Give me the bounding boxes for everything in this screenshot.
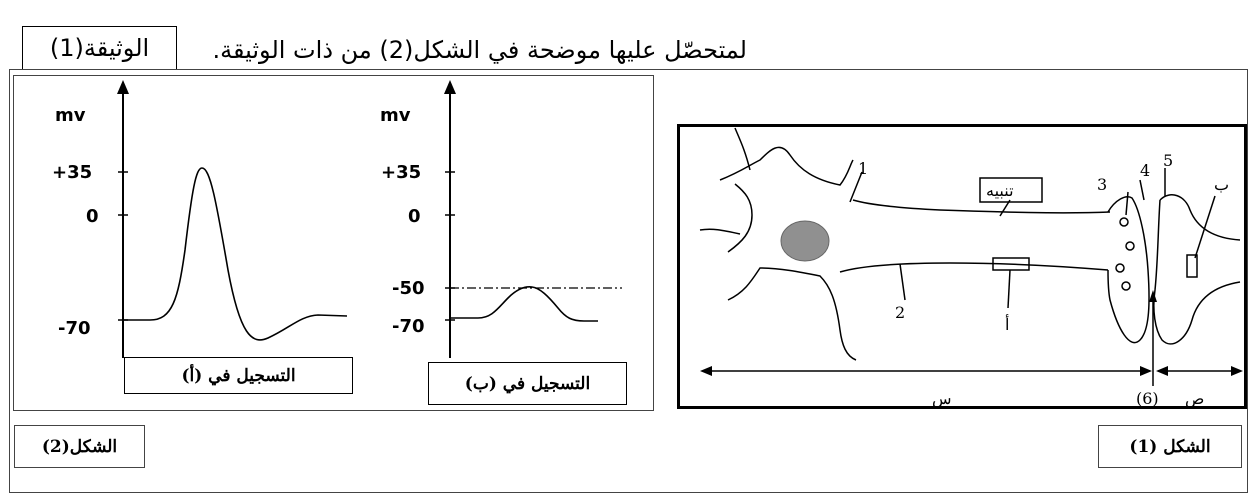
chart-b-tick-label-0: 0 bbox=[408, 206, 421, 227]
pointer-3 bbox=[1125, 191, 1129, 216]
label-6: (6) bbox=[1136, 389, 1159, 408]
figure2-panel bbox=[13, 75, 654, 411]
label-2: 2 bbox=[895, 303, 905, 322]
neuron-soma-left bbox=[727, 183, 753, 253]
vesicle bbox=[1121, 281, 1131, 291]
figure2-label-text: الشكل(2) bbox=[41, 436, 118, 457]
postsynaptic-body bbox=[1153, 199, 1241, 345]
neuron-soma-bottom bbox=[727, 267, 857, 361]
document-frame bbox=[9, 69, 1248, 493]
chart-b-local-potential-curve bbox=[450, 286, 598, 322]
label-b: ب bbox=[1214, 175, 1229, 194]
pointer-a bbox=[1007, 269, 1011, 309]
vesicle bbox=[1119, 217, 1129, 227]
document-label: الوثيقة(1) bbox=[49, 34, 150, 62]
chart-a-action-potential-curve bbox=[123, 167, 348, 341]
vesicle bbox=[1115, 263, 1125, 273]
nucleus bbox=[780, 220, 830, 262]
label-3: 3 bbox=[1097, 175, 1107, 194]
dendrite-1 bbox=[734, 127, 751, 171]
chart-a: mv +35 0 -70 bbox=[52, 80, 348, 358]
dendrite-2 bbox=[699, 228, 741, 235]
arrowhead bbox=[1156, 366, 1168, 376]
chart-b: mv +35 0 -50 -70 bbox=[380, 80, 622, 358]
pointer-1 bbox=[849, 171, 863, 203]
pointer-2 bbox=[899, 263, 906, 301]
neuron-diagram bbox=[699, 127, 1241, 386]
chart-a-tick-label-0: 0 bbox=[86, 206, 99, 227]
electrode-b-box bbox=[1186, 254, 1198, 278]
axon-top-edge bbox=[852, 199, 1111, 214]
figure1-label: الشكل (1) bbox=[1098, 425, 1242, 468]
chart-b-tick-label-35: +35 bbox=[381, 162, 421, 183]
electrode-a-box bbox=[992, 257, 1030, 271]
chart-b-title-text: التسجيل في (ب) bbox=[464, 373, 591, 394]
axon-bottom-edge bbox=[839, 262, 1109, 273]
presynaptic-terminal bbox=[1107, 196, 1150, 344]
pointer-4 bbox=[1139, 179, 1145, 201]
vesicle bbox=[1125, 241, 1135, 251]
chart-a-title: التسجيل في (أ) bbox=[124, 357, 353, 394]
chart-b-tick-label-50: -50 bbox=[392, 278, 425, 299]
label-1: 1 bbox=[858, 159, 868, 178]
arrowhead bbox=[1231, 366, 1243, 376]
arrowhead bbox=[1149, 290, 1157, 302]
intro-text-line: لمتحصّل عليها موضحة في الشكل(2) من ذات ا… bbox=[212, 36, 747, 64]
arrowhead bbox=[700, 366, 712, 376]
chart-b-y-arrow bbox=[444, 80, 456, 94]
figure1-label-text: الشكل (1) bbox=[1129, 436, 1211, 457]
chart-a-title-text: التسجيل في (أ) bbox=[181, 365, 296, 386]
arrowhead bbox=[1140, 366, 1152, 376]
neuron-soma-top bbox=[719, 146, 854, 186]
label-4: 4 bbox=[1140, 161, 1150, 180]
stimulus-label: تنبيه bbox=[986, 181, 1014, 200]
document-label-box: الوثيقة(1) bbox=[22, 26, 177, 70]
pointer-b bbox=[1194, 195, 1216, 259]
figure1-panel bbox=[677, 124, 1247, 409]
chart-a-tick-label-70: -70 bbox=[58, 318, 91, 339]
chart-a-tick-label-35: +35 bbox=[52, 162, 92, 183]
chart-b-title: التسجيل في (ب) bbox=[428, 362, 627, 405]
chart-b-ylabel: mv bbox=[380, 105, 411, 126]
label-5: 5 bbox=[1163, 151, 1173, 170]
figure2-label: الشكل(2) bbox=[14, 425, 145, 468]
chart-b-tick-label-70: -70 bbox=[392, 316, 425, 337]
label-s: س bbox=[932, 389, 952, 408]
chart-a-y-arrow bbox=[117, 80, 129, 94]
postsynaptic-top bbox=[1159, 194, 1241, 241]
label-a: أ bbox=[1005, 314, 1009, 334]
chart-a-ylabel: mv bbox=[55, 105, 86, 126]
stimulus-box bbox=[979, 177, 1043, 203]
pointer-stimulus bbox=[999, 199, 1011, 217]
label-c: ص bbox=[1185, 389, 1204, 408]
